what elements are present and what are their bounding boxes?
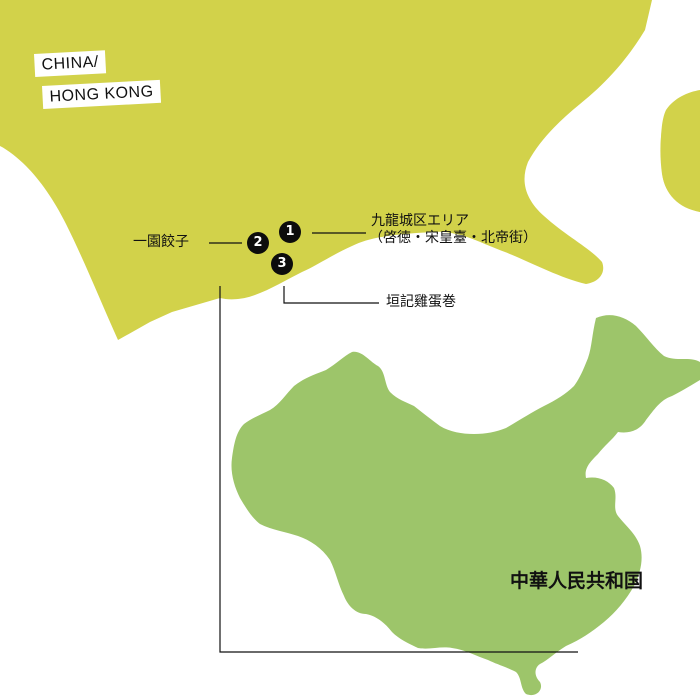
- place-label-1-line2: （啓徳・宋皇臺・北帝街）: [369, 230, 537, 246]
- place-marker-1[interactable]: 1: [279, 221, 301, 243]
- leader-line-place-3: [283, 286, 379, 304]
- place-label-1-line1: 九龍城区エリア: [371, 213, 469, 229]
- place-marker-3[interactable]: 3: [271, 253, 293, 275]
- place-marker-2[interactable]: 2: [247, 232, 269, 254]
- place-label-3: 垣記雞蛋巻: [386, 294, 456, 310]
- east-landmass: [660, 92, 700, 212]
- hong-kong-landmass: [0, 0, 700, 340]
- country-label: 中華人民共和国: [510, 570, 644, 592]
- title-tag-line1: CHINA/: [34, 50, 107, 77]
- china-landmass: [231, 315, 700, 696]
- place-label-2: 一園餃子: [133, 234, 189, 250]
- place-label-1: 九龍城区エリア （啓徳・宋皇臺・北帝街）: [369, 213, 537, 247]
- leader-lines: [209, 232, 578, 653]
- leader-line-country: [219, 286, 578, 653]
